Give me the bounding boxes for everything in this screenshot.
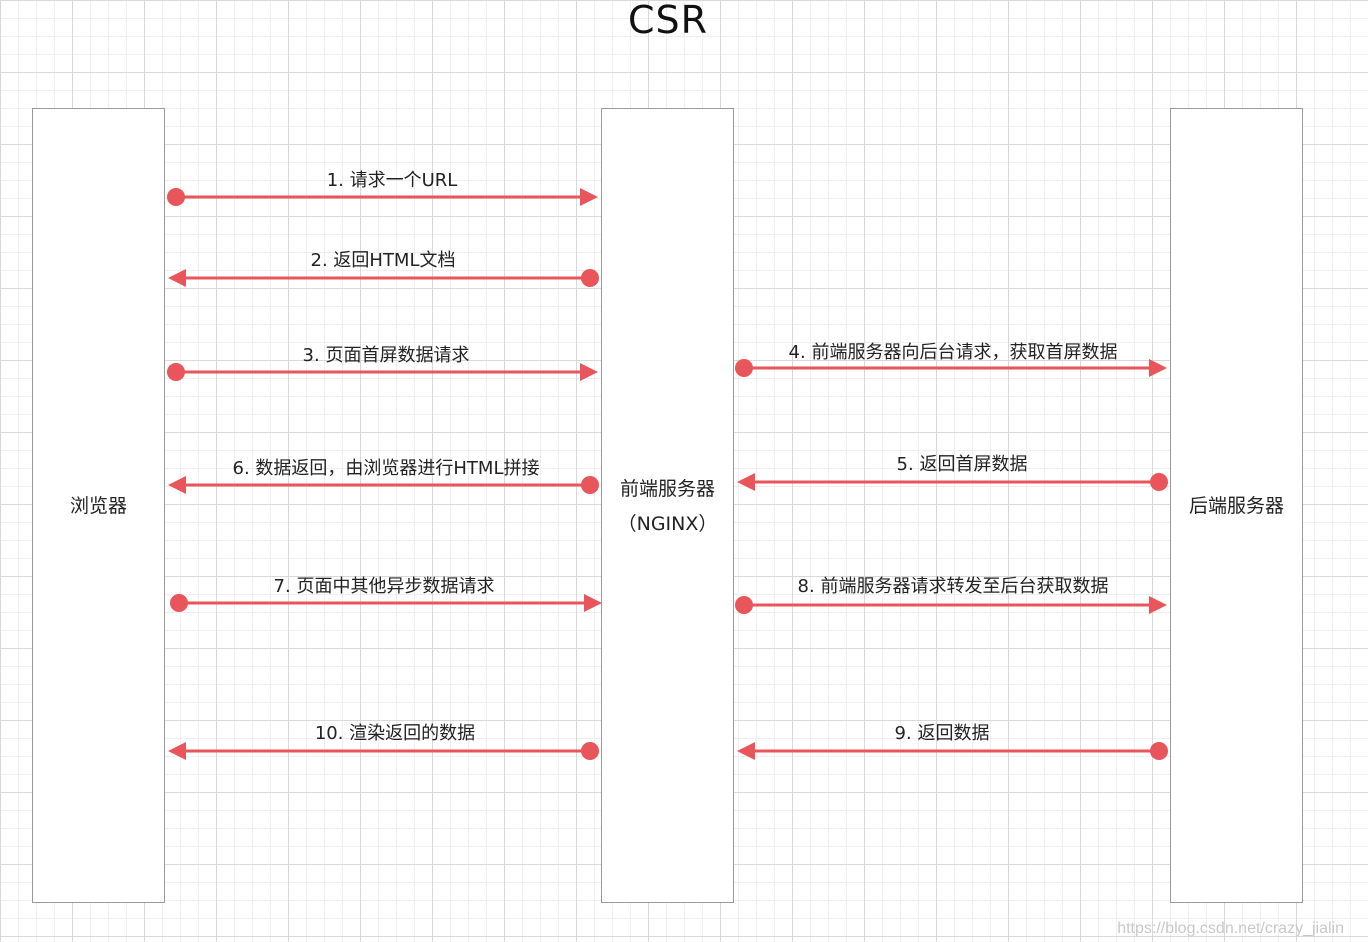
message-4-arrow-head <box>1149 359 1167 377</box>
backend-server-label: 后端服务器 <box>1188 495 1284 517</box>
message-5-start-dot <box>1150 473 1168 491</box>
message-2-arrow-head <box>168 269 186 287</box>
message-6-start-dot <box>581 476 599 494</box>
message-7-arrow-head <box>584 594 602 612</box>
message-5-label: 5. 返回首屏数据 <box>896 454 1028 475</box>
message-6-label: 6. 数据返回，由浏览器进行HTML拼接 <box>232 458 540 479</box>
diagram-title: CSR <box>627 0 709 42</box>
message-9-arrow-head <box>737 742 755 760</box>
message-2-label: 2. 返回HTML文档 <box>310 250 456 271</box>
message-7-start-dot <box>170 594 188 612</box>
browser-node: 浏览器 <box>32 108 165 903</box>
message-6-arrow-head <box>168 476 186 494</box>
message-4-start-dot <box>735 359 753 377</box>
message-10-label: 10. 渲染返回的数据 <box>314 723 476 744</box>
message-9-label: 9. 返回数据 <box>894 723 990 744</box>
message-1-arrow-head <box>580 188 598 206</box>
message-3-start-dot <box>167 363 185 381</box>
frontend-server-sublabel: （NGINX） <box>617 513 718 535</box>
message-3-arrow-head <box>580 363 598 381</box>
message-5-arrow-head <box>737 473 755 491</box>
frontend-server-label: 前端服务器 <box>619 478 715 500</box>
message-10-arrow-head <box>168 742 186 760</box>
message-2-start-dot <box>581 269 599 287</box>
message-9-start-dot <box>1150 742 1168 760</box>
backend-server-node: 后端服务器 <box>1170 108 1303 903</box>
message-8-arrow-head <box>1149 596 1167 614</box>
message-1-label: 1. 请求一个URL <box>326 170 458 191</box>
message-4-label: 4. 前端服务器向后台请求，获取首屏数据 <box>788 342 1118 363</box>
message-3-label: 3. 页面首屏数据请求 <box>302 345 470 366</box>
message-7-label: 7. 页面中其他异步数据请求 <box>273 576 495 597</box>
frontend-server-node: 前端服务器 （NGINX） <box>601 108 734 903</box>
message-8-label: 8. 前端服务器请求转发至后台获取数据 <box>797 576 1109 597</box>
message-8-start-dot <box>735 596 753 614</box>
message-10-start-dot <box>581 742 599 760</box>
browser-label: 浏览器 <box>69 495 127 517</box>
message-1-start-dot <box>167 188 185 206</box>
watermark: https://blog.csdn.net/crazy_jialin <box>1117 920 1344 937</box>
